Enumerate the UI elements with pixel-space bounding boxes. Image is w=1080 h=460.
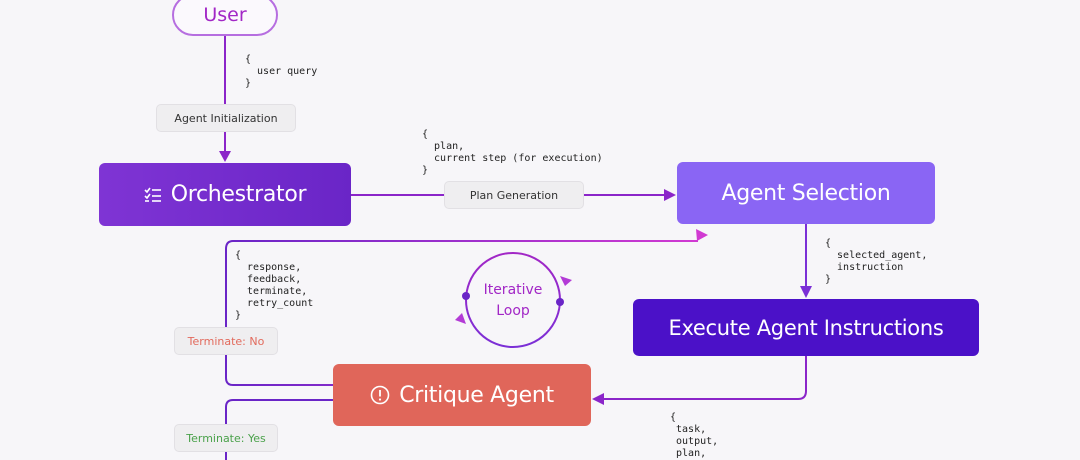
user-node[interactable]: User bbox=[172, 0, 278, 36]
plan-generation-label: Plan Generation bbox=[444, 181, 584, 209]
agent-initialization-label: Agent Initialization bbox=[156, 104, 296, 132]
terminate-yes-label: Terminate: Yes bbox=[174, 424, 278, 452]
iterative-loop-label: Iterative Loop bbox=[468, 280, 558, 322]
user-query-payload: { user query } bbox=[245, 54, 318, 89]
critique-agent-node-label: Critique Agent bbox=[399, 382, 554, 408]
response-payload: { response, feedback, terminate, retry_c… bbox=[235, 250, 314, 321]
terminate-no-label: Terminate: No bbox=[174, 327, 278, 355]
arrowhead-selection-return bbox=[696, 229, 708, 241]
list-check-icon bbox=[144, 187, 162, 203]
loop-arrowhead-bottom bbox=[455, 313, 466, 324]
orchestrator-node-label: Orchestrator bbox=[170, 182, 307, 207]
agent-selection-node[interactable]: Agent Selection bbox=[677, 162, 935, 224]
edge-execute-critique bbox=[604, 356, 807, 400]
iterative-loop-line2: Loop bbox=[496, 303, 530, 319]
agent-selection-node-label: Agent Selection bbox=[721, 180, 891, 206]
alert-circle-icon bbox=[370, 385, 390, 405]
iterative-loop-line1: Iterative bbox=[483, 282, 543, 298]
execute-agent-node[interactable]: Execute Agent Instructions bbox=[633, 299, 979, 356]
arrowhead-orchestrator bbox=[219, 151, 231, 162]
critique-agent-node[interactable]: Critique Agent bbox=[333, 364, 591, 426]
selection-payload: { selected_agent, instruction } bbox=[825, 238, 928, 285]
arrowhead-critique bbox=[592, 393, 604, 405]
loop-dot-right bbox=[556, 298, 564, 306]
edge-critique-selection bbox=[225, 240, 698, 386]
execute-agent-node-label: Execute Agent Instructions bbox=[668, 315, 944, 340]
arrowhead-selection bbox=[664, 189, 676, 201]
orchestrator-node[interactable]: Orchestrator bbox=[99, 163, 351, 226]
loop-dot-left bbox=[462, 292, 470, 300]
arrowhead-execute bbox=[800, 286, 812, 298]
edge-critique-exit bbox=[225, 399, 333, 460]
loop-arrowhead-top bbox=[560, 276, 572, 286]
user-node-label: User bbox=[203, 4, 247, 26]
task-payload: { task, output, plan, bbox=[670, 412, 719, 459]
plan-payload: { plan, current step (for execution) } bbox=[422, 129, 603, 176]
